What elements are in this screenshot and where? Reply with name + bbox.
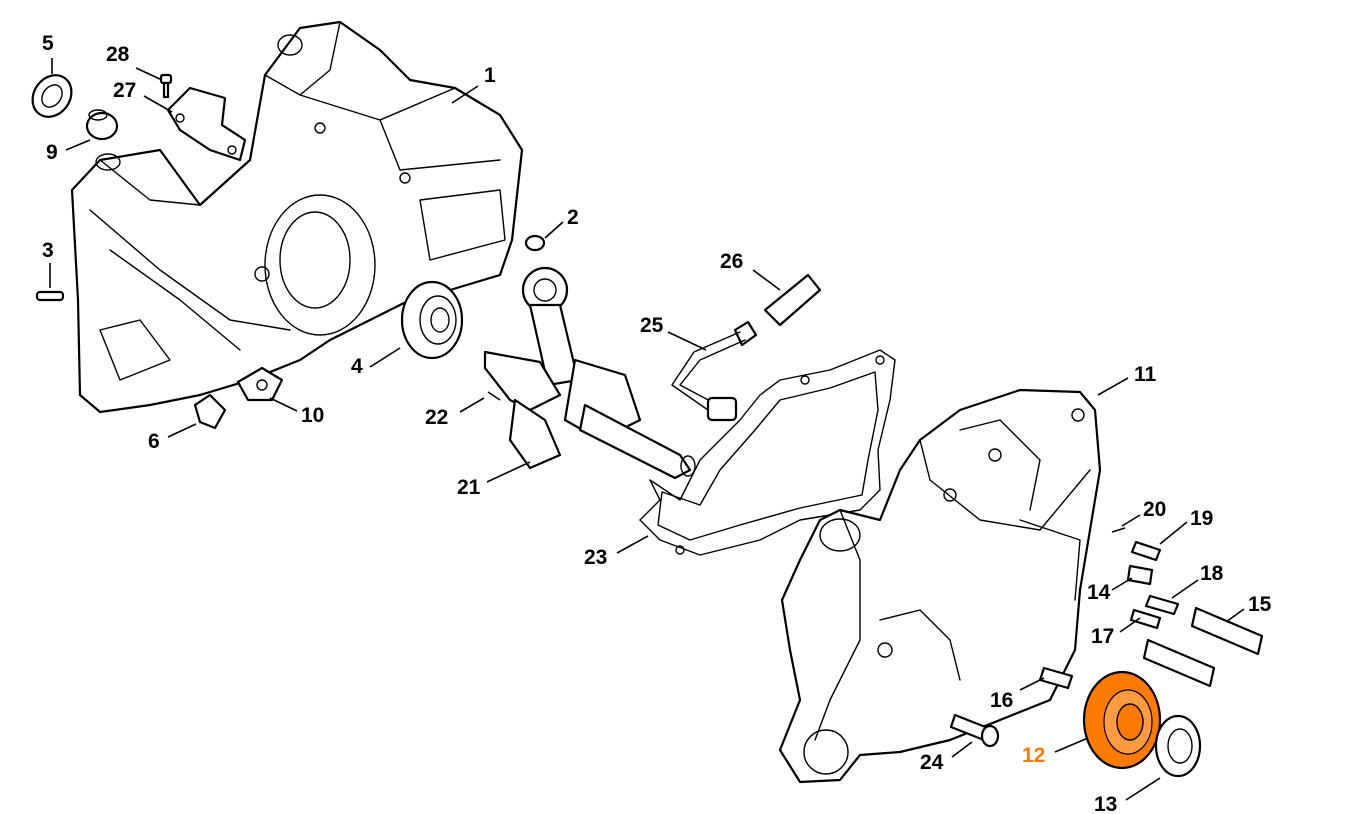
callout-21: 21 bbox=[457, 476, 481, 499]
part-13-oil-seal[interactable] bbox=[1154, 714, 1202, 778]
callout-14: 14 bbox=[1087, 581, 1111, 604]
callout-9: 9 bbox=[46, 141, 58, 164]
callout-6: 6 bbox=[148, 430, 160, 453]
part-25-tube[interactable] bbox=[671, 320, 758, 422]
callout-3: 3 bbox=[42, 239, 54, 262]
part-27-bracket[interactable] bbox=[166, 86, 247, 162]
leader-lines bbox=[49, 58, 1245, 801]
part-12-ball-bearing-highlighted[interactable] bbox=[1082, 670, 1162, 770]
part-6-cap[interactable] bbox=[193, 393, 227, 430]
part-11-crankcase-right[interactable] bbox=[778, 388, 1102, 784]
callout-25: 25 bbox=[640, 314, 664, 337]
callout-23: 23 bbox=[584, 546, 607, 569]
part-16-stud[interactable] bbox=[1038, 666, 1074, 690]
part-20-screw[interactable] bbox=[1111, 527, 1126, 533]
part-21-crankshaft[interactable] bbox=[483, 266, 696, 480]
part-22-pin[interactable] bbox=[487, 391, 501, 401]
part-18-stud[interactable] bbox=[1144, 594, 1180, 616]
callout-22: 22 bbox=[425, 406, 448, 429]
callout-19: 19 bbox=[1190, 507, 1213, 530]
part-3-screw[interactable] bbox=[35, 290, 65, 302]
callout-17: 17 bbox=[1091, 625, 1114, 648]
callout-18: 18 bbox=[1200, 562, 1224, 585]
callout-labels: 1 2 3 4 5 6 9 10 11 12 13 14 15 16 17 18… bbox=[42, 32, 1272, 814]
callout-16: 16 bbox=[990, 689, 1013, 712]
callout-27: 27 bbox=[113, 79, 136, 102]
callout-1: 1 bbox=[484, 64, 496, 87]
part-10-clip[interactable] bbox=[236, 366, 284, 402]
callout-12-highlighted[interactable]: 12 bbox=[1022, 744, 1045, 767]
part-2-sleeve[interactable] bbox=[524, 234, 546, 252]
callout-13: 13 bbox=[1094, 793, 1117, 814]
callout-11: 11 bbox=[1134, 363, 1157, 386]
part-19-stud[interactable] bbox=[1130, 540, 1162, 562]
part-15-stud[interactable] bbox=[1142, 606, 1264, 688]
part-9-plug[interactable] bbox=[85, 109, 119, 141]
part-23-gasket[interactable] bbox=[639, 349, 896, 556]
callout-26: 26 bbox=[720, 250, 743, 273]
part-14-bushing[interactable] bbox=[1126, 564, 1154, 586]
part-26-valve[interactable] bbox=[763, 273, 822, 327]
callout-10: 10 bbox=[301, 404, 324, 427]
part-17-stud[interactable] bbox=[1129, 608, 1162, 630]
callout-4: 4 bbox=[351, 355, 363, 378]
part-24-screw[interactable] bbox=[949, 713, 1000, 748]
callout-24: 24 bbox=[920, 751, 944, 774]
part-4-ball-bearing[interactable] bbox=[400, 280, 464, 360]
callout-5: 5 bbox=[42, 32, 54, 55]
part-28-screw[interactable] bbox=[159, 73, 173, 99]
callout-20: 20 bbox=[1143, 498, 1166, 521]
callout-28: 28 bbox=[106, 43, 130, 66]
part-5-oil-seal[interactable] bbox=[25, 68, 80, 125]
callout-15: 15 bbox=[1248, 593, 1272, 616]
callout-2: 2 bbox=[567, 206, 579, 229]
part-1-crankcase-left[interactable] bbox=[70, 20, 524, 414]
